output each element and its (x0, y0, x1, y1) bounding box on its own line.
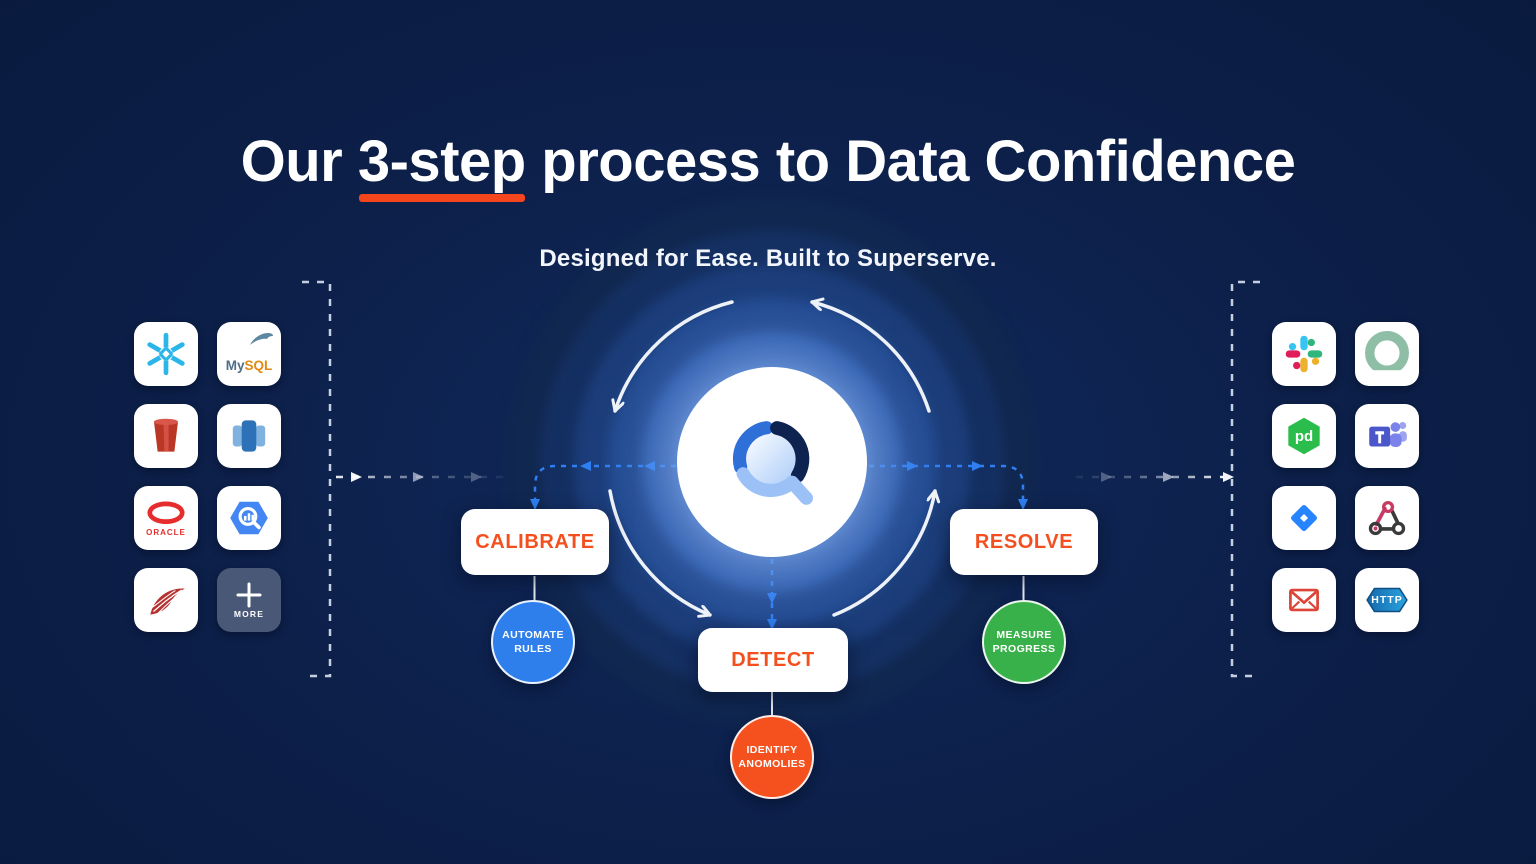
green-ring-icon (1365, 331, 1409, 377)
title-suffix: process to Data Confidence (525, 129, 1296, 194)
s3-bucket-icon (153, 418, 179, 452)
plus-icon (236, 582, 262, 607)
snowflake-icon (147, 332, 185, 376)
tile-amazon-redshift (217, 404, 281, 468)
oracle-label: ORACLE (146, 528, 186, 537)
tile-more: MORE (217, 568, 281, 632)
magnifier-q-logo-icon (732, 421, 813, 505)
connector-to-resolve (869, 464, 1025, 504)
destinations-grid: pd (1272, 322, 1419, 632)
tile-bigquery (217, 486, 281, 550)
badge-automate-rules: AUTOMATE RULES (491, 600, 575, 684)
tile-jira (1272, 486, 1336, 550)
mysql-wordmark: MySQL (217, 358, 281, 373)
tile-mysql: MySQL (217, 322, 281, 386)
badge-identify-anomolies: IDENTIFY ANOMOLIES (730, 715, 814, 799)
tile-amazon-s3 (134, 404, 198, 468)
tile-webhooks (1355, 486, 1419, 550)
mysql-sql-text: SQL (244, 358, 273, 373)
right-bracket (1230, 280, 1260, 678)
tile-email (1272, 568, 1336, 632)
bigquery-icon (230, 501, 268, 535)
pagerduty-label: pd (1294, 427, 1314, 445)
tile-slack (1272, 322, 1336, 386)
subtitle: Designed for Ease. Built to Superserve. (539, 245, 997, 272)
tile-http: HTTP (1355, 568, 1419, 632)
connector-to-calibrate (533, 464, 676, 504)
blue-database-icon (232, 420, 266, 452)
badge-line: ANOMOLIES (738, 758, 806, 770)
tile-sql-server (134, 568, 198, 632)
badge-line: PROGRESS (992, 643, 1056, 655)
tile-pagerduty: pd (1272, 404, 1336, 468)
page-title: Our 3-step process to Data Confidence (0, 128, 1536, 202)
title-prefix: Our (240, 129, 358, 194)
pagerduty-icon (1288, 417, 1320, 455)
step-resolve: RESOLVE (950, 509, 1098, 575)
jira-icon (1291, 505, 1317, 531)
teams-icon (1369, 421, 1407, 447)
sources-grid: MySQL ORACLE (134, 322, 281, 632)
cycle-arrow-bottom-right (832, 489, 935, 617)
mysql-my-text: My (225, 358, 245, 373)
badge-measure-progress: MEASURE PROGRESS (982, 600, 1066, 684)
step-detect: DETECT (698, 628, 848, 692)
slack-icon (1285, 335, 1323, 373)
more-label: MORE (233, 608, 265, 619)
cycle-arrow-top-right (810, 302, 931, 413)
cycle-arrow-bottom-left (608, 489, 712, 615)
badge-line: AUTOMATE (502, 628, 564, 641)
http-label: HTTP (1371, 594, 1403, 606)
title-highlight-underlined: 3-step (357, 129, 526, 202)
webhook-icon (1368, 500, 1406, 536)
http-icon (1366, 587, 1408, 613)
left-bracket (302, 280, 332, 678)
cycle-arrow-top-left (615, 300, 734, 413)
sql-server-icon (150, 588, 185, 615)
tile-oracle: ORACLE (134, 486, 198, 550)
hub-circle (677, 367, 867, 557)
badge-line: IDENTIFY (746, 743, 798, 756)
badge-line: MEASURE (996, 628, 1052, 641)
tile-snowflake (134, 322, 198, 386)
mysql-dolphin-icon (250, 333, 273, 345)
email-icon (1289, 588, 1319, 612)
oracle-icon (147, 501, 185, 525)
tile-teams (1355, 404, 1419, 468)
step-calibrate: CALIBRATE (461, 509, 609, 575)
tile-green-ring-app (1355, 322, 1419, 386)
badge-line: RULES (514, 643, 552, 655)
